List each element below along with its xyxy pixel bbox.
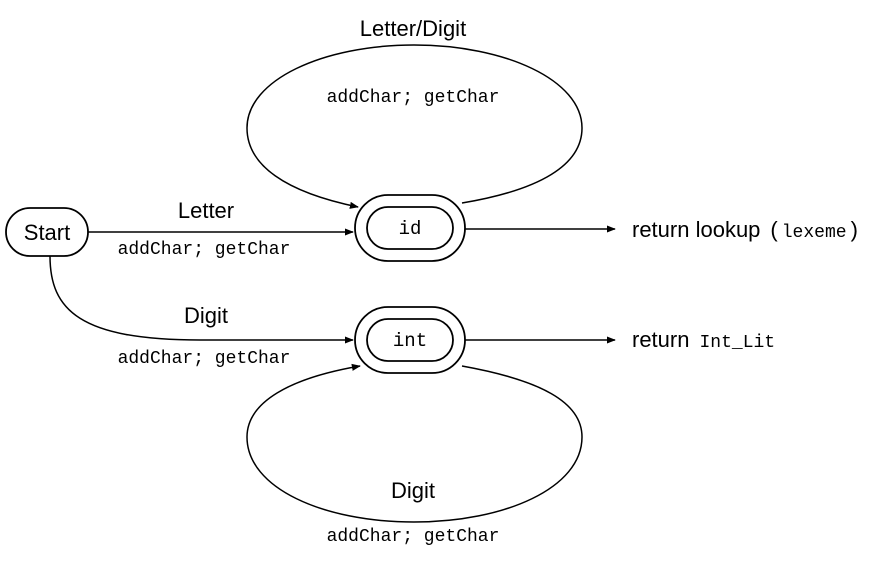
start-state-label: Start [24,220,70,245]
id-output-close-paren: ) [851,217,858,242]
id-loop-action-label: addChar; getChar [327,88,500,108]
int-loop-action-label: addChar; getChar [327,527,500,547]
start-state: Start [5,207,89,257]
int-output-keyword: return [632,327,689,352]
start-to-id-action-label: addChar; getChar [118,240,291,260]
int-loop-input-label: Digit [391,478,435,503]
id-state: id [354,194,466,262]
int-self-loop-arrow [246,363,583,523]
start-to-int-input-label: Digit [184,303,228,328]
int-state-label: int [393,330,427,352]
id-self-loop-arrow [246,44,583,209]
id-output-keyword: return lookup [632,217,760,242]
int-output-value: Int_Lit [699,333,775,353]
id-output-open-paren: ( [770,217,778,242]
int-state: int [354,306,466,374]
start-to-int-action-label: addChar; getChar [118,349,291,369]
start-to-int-arrow [49,255,354,344]
id-output-label: return lookup ( lexeme ) [632,217,858,243]
start-to-id-input-label: Letter [178,198,234,223]
int-output-label: return Int_Lit [632,327,775,353]
id-loop-input-label: Letter/Digit [360,16,466,41]
id-output-argument: lexeme [782,223,847,243]
id-state-label: id [399,218,422,240]
